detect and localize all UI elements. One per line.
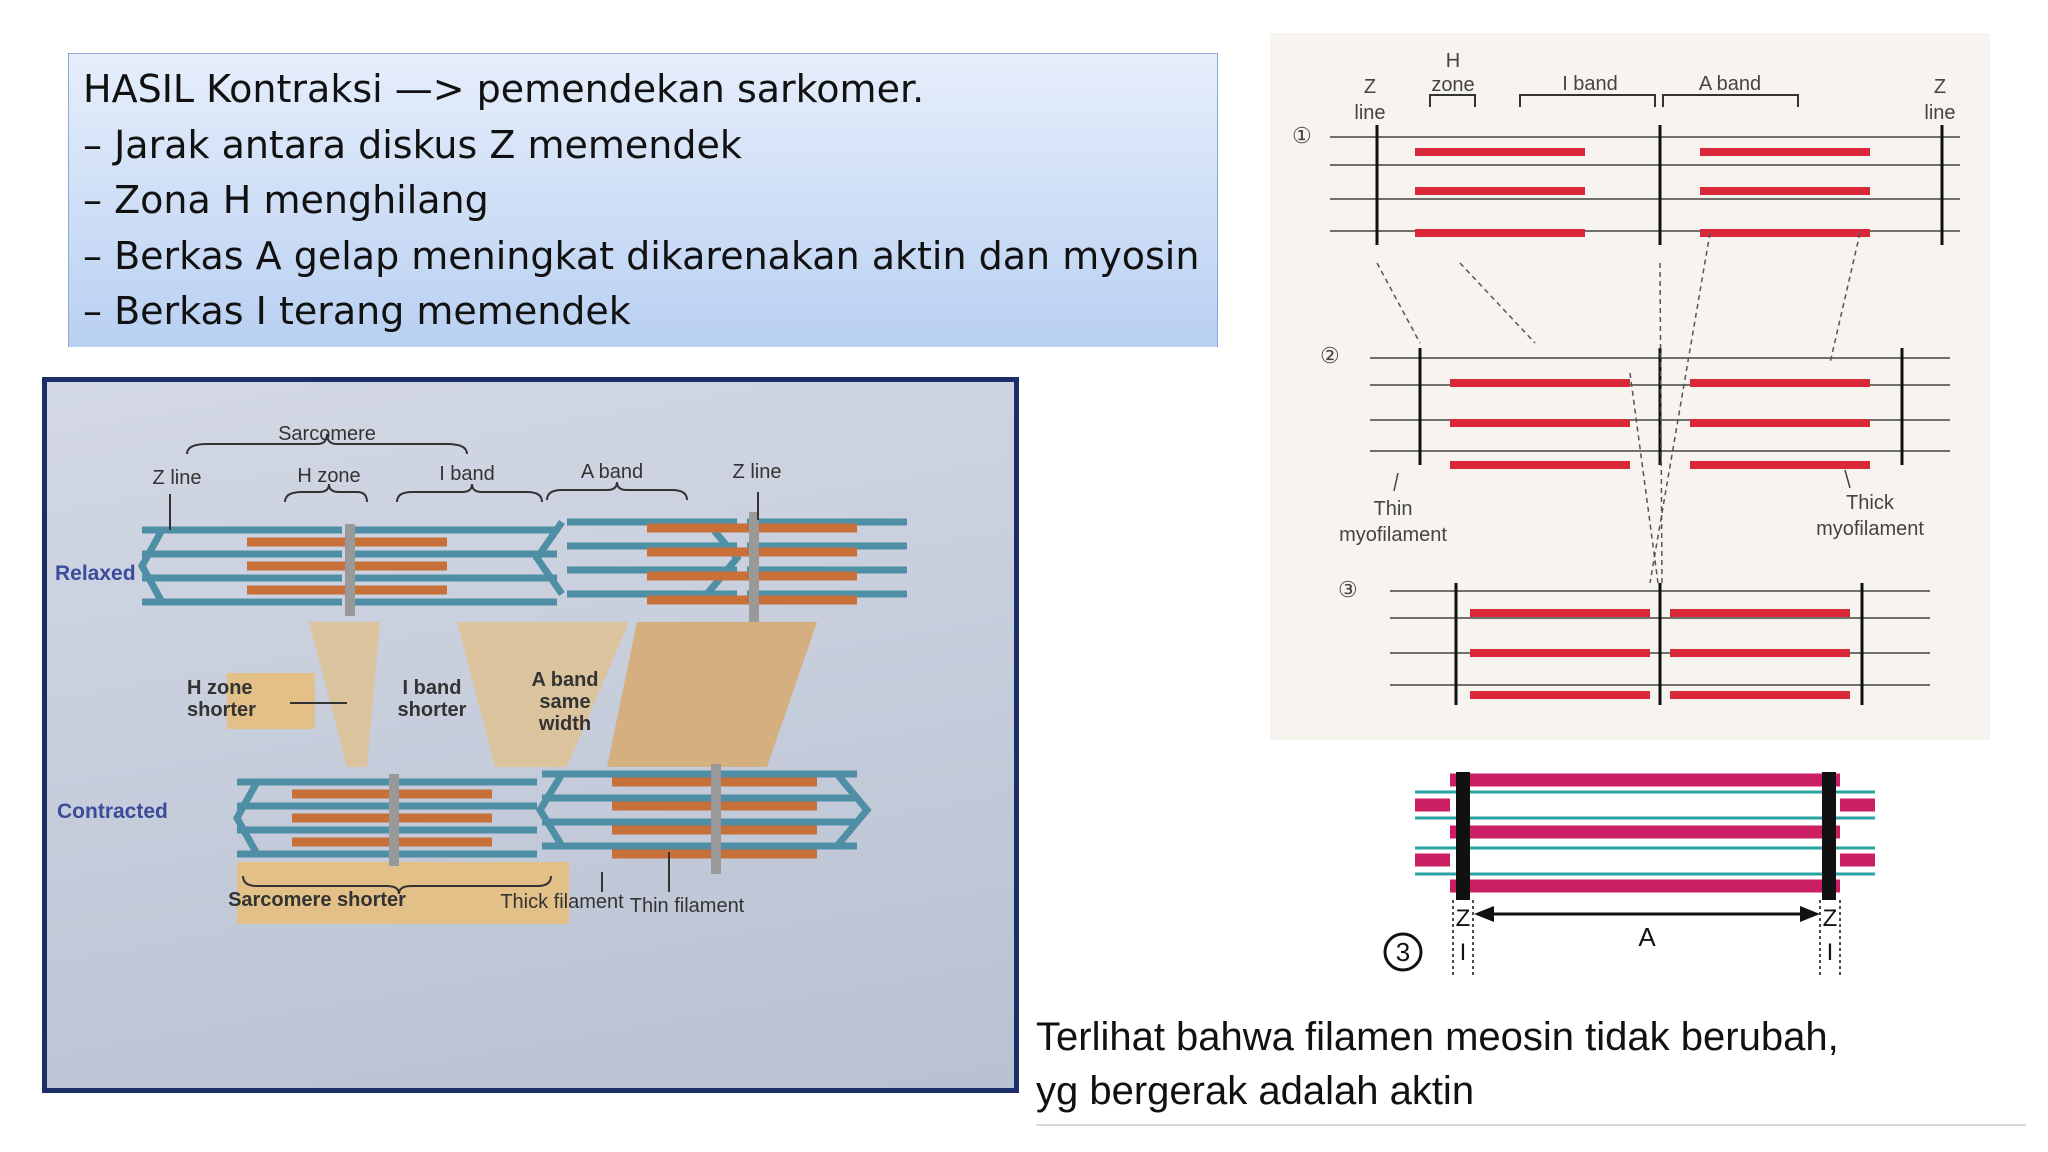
relaxed-filaments — [137, 512, 907, 622]
stage-label-z-left-2: line — [1354, 102, 1385, 124]
stage-label-z-right-1: Z — [1934, 76, 1946, 98]
stage-connectors — [1376, 232, 1861, 584]
photo-brackets — [169, 433, 759, 895]
stage-number-2: ② — [1320, 343, 1340, 368]
label-sarcomere-shorter: Sarcomere shorter — [228, 889, 406, 911]
i-band-region — [457, 622, 629, 767]
label-i-band: I band — [439, 463, 495, 485]
stage-3-circle — [1383, 932, 1423, 972]
label-h-zone-shorter-1: H zone — [187, 677, 253, 699]
summary-textbox: HASIL Kontraksi —> pemendekan sarkomer. … — [68, 53, 1218, 347]
bottom-i-left: I — [1460, 939, 1467, 966]
label-a-band-same-3: width — [538, 713, 591, 735]
photo-svg: Sarcomere Z line H zone I band A band Z … — [55, 423, 907, 924]
stage-label-a-band: A band — [1699, 73, 1761, 95]
stage-pointers — [1393, 469, 1851, 492]
stage-label-thick-2: myofilament — [1816, 518, 1924, 540]
sarcomere-shorter-box — [237, 862, 569, 924]
label-a-band-same-1: A band — [531, 669, 598, 691]
summary-line-4: – Berkas A gelap meningkat dikarenakan a… — [83, 233, 1200, 278]
label-i-band-shorter-2: shorter — [398, 699, 467, 721]
label-i-band-shorter-1: I band — [403, 677, 462, 699]
stage-3-sarcomere — [1390, 583, 1930, 705]
caption: Terlihat bahwa filamen meosin tidak beru… — [1036, 1010, 2026, 1126]
h-zone-shorter-box — [227, 673, 315, 729]
a-arrow-left-head — [1474, 906, 1494, 922]
caption-line-2: yg bergerak adalah aktin — [1036, 1069, 1475, 1113]
label-thin-filament: Thin filament — [630, 895, 745, 917]
label-contracted: Contracted — [57, 800, 168, 823]
caption-line-1: Terlihat bahwa filamen meosin tidak beru… — [1036, 1015, 1839, 1059]
label-z-line-right: Z line — [733, 461, 782, 483]
stage-label-thick-1: Thick — [1846, 492, 1895, 514]
label-z-line-left: Z line — [153, 467, 202, 489]
bottom-i-right: I — [1827, 939, 1834, 966]
stage-label-thin-2: myofilament — [1339, 524, 1447, 546]
bottom-stage-number: 3 — [1396, 937, 1410, 967]
stage-label-thin-1: Thin — [1374, 498, 1413, 520]
a-band-region — [607, 622, 817, 767]
stage-label-z-right-2: line — [1924, 102, 1955, 124]
contracted-filaments — [232, 764, 872, 874]
bottom-z-left: Z — [1456, 905, 1471, 932]
label-sarcomere: Sarcomere — [278, 423, 376, 445]
stages-brackets — [1429, 94, 1799, 107]
contracted-sarcomere-diagram: 3 Z I A Z I — [1370, 760, 1900, 1010]
stage-label-h-1: H — [1446, 50, 1460, 72]
label-relaxed: Relaxed — [55, 562, 136, 585]
stage-label-h-2: zone — [1431, 74, 1474, 96]
stages-svg: Z line H zone I band A band Z line ① ② ③ — [1292, 50, 1960, 705]
bottom-a-label: A — [1638, 922, 1656, 952]
summary-line-2: – Jarak antara diskus Z memendek — [83, 122, 742, 167]
h-zone-region — [309, 622, 380, 767]
bottom-z-right: Z — [1823, 905, 1838, 932]
sarcomere-stages-diagram: Z line H zone I band A band Z line ① ② ③ — [1270, 33, 1990, 740]
sarcomere-photo-diagram: Sarcomere Z line H zone I band A band Z … — [42, 377, 1019, 1093]
stage-1-sarcomere — [1330, 125, 1960, 245]
summary-line-1: HASIL Kontraksi —> pemendekan sarkomer. — [83, 67, 925, 111]
contracted-filaments-schematic — [1415, 772, 1875, 900]
z-dashes — [1452, 900, 1841, 975]
summary-line-5: – Berkas I terang memendek — [83, 289, 631, 333]
label-h-zone: H zone — [297, 465, 360, 487]
contracted-svg: 3 Z I A Z I — [1383, 772, 1875, 975]
a-arrow-right-head — [1800, 906, 1820, 922]
stage-number-3: ③ — [1338, 577, 1358, 602]
stage-2-sarcomere — [1370, 348, 1950, 469]
label-h-zone-shorter-2: shorter — [187, 699, 256, 721]
label-thick-filament: Thick filament — [500, 891, 624, 913]
label-a-band: A band — [581, 461, 643, 483]
stage-number-1: ① — [1292, 123, 1312, 148]
label-a-band-same-2: same — [539, 691, 590, 713]
summary-line-3: – Zona H menghilang — [83, 178, 489, 222]
stage-label-i-band: I band — [1562, 73, 1618, 95]
stage-label-z-left-1: Z — [1364, 76, 1376, 98]
